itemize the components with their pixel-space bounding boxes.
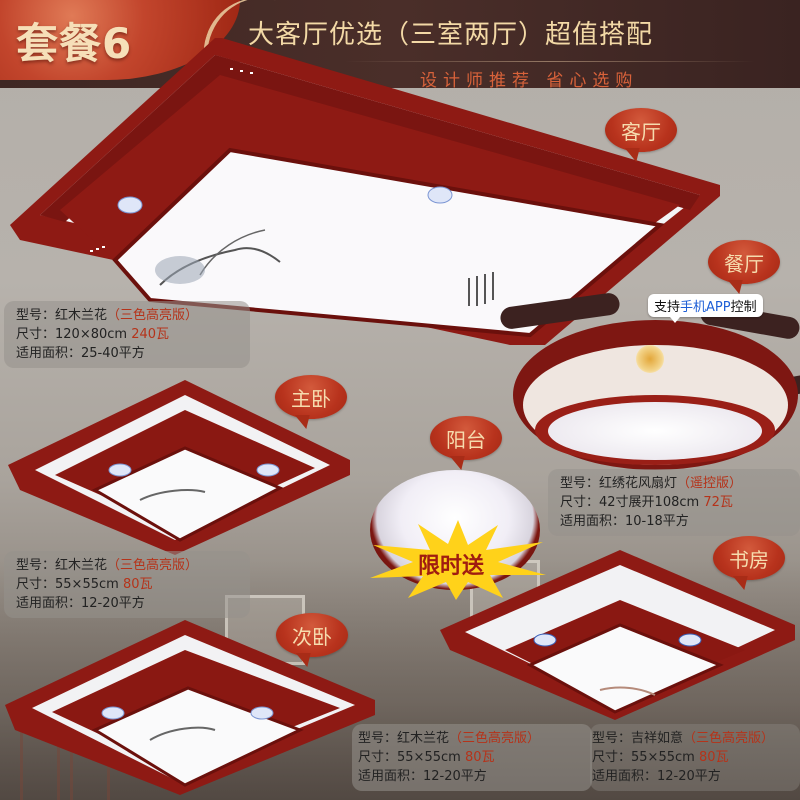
spec-area: 25-40平方 bbox=[81, 346, 145, 361]
spec-model-note: （三色高亮版） bbox=[683, 731, 775, 746]
flower-ornament bbox=[636, 345, 664, 373]
app-tip-highlight: 手机APP bbox=[680, 300, 731, 315]
app-tip-suffix: 控制 bbox=[730, 300, 757, 315]
spec-size-row: 尺寸：55×55cm 80瓦 bbox=[358, 748, 580, 767]
spec-label: 适用面积： bbox=[16, 346, 82, 361]
spec-model: 红绣花风扇灯 bbox=[599, 476, 678, 491]
room-tag-dining: 餐厅 bbox=[708, 240, 780, 284]
spec-label: 型号： bbox=[16, 558, 56, 573]
spec-area-row: 适用面积：25-40平方 bbox=[16, 344, 238, 363]
spec-model: 红木兰花 bbox=[55, 308, 108, 323]
app-tip-prefix: 支持 bbox=[654, 300, 681, 315]
room-tag-balcony: 阳台 bbox=[430, 416, 502, 460]
spec-label: 型号： bbox=[592, 731, 632, 746]
spec-area-row: 适用面积：10-18平方 bbox=[560, 512, 788, 531]
spec-size: 42寸展开108cm bbox=[599, 495, 700, 510]
spec-box-dining: 型号：红绣花风扇灯（遥控版） 尺寸：42寸展开108cm 72瓦 适用面积：10… bbox=[548, 469, 800, 536]
spec-label: 适用面积： bbox=[16, 596, 82, 611]
spec-model-note: （三色高亮版） bbox=[107, 308, 199, 323]
header-bar: 套餐6 大客厅优选（三室两厅）超值搭配 设计师推荐 省心选购 bbox=[0, 0, 800, 107]
spec-label: 尺寸： bbox=[16, 577, 56, 592]
headline: 大客厅优选（三室两厅）超值搭配 bbox=[248, 20, 654, 50]
spec-size: 55×55cm bbox=[397, 750, 461, 765]
spec-area: 12-20平方 bbox=[657, 769, 721, 784]
divider bbox=[345, 61, 755, 62]
room-tag-label: 主卧 bbox=[291, 386, 331, 411]
promo-label: 限时送 bbox=[418, 554, 485, 579]
spec-model-note: （三色高亮版） bbox=[107, 558, 199, 573]
spec-area-row: 适用面积：12-20平方 bbox=[16, 594, 238, 613]
spec-power: 80瓦 bbox=[122, 577, 153, 592]
spec-power: 80瓦 bbox=[464, 750, 495, 765]
spec-label: 适用面积： bbox=[358, 769, 424, 784]
spec-label: 适用面积： bbox=[592, 769, 658, 784]
spec-box-living: 型号：红木兰花（三色高亮版） 尺寸：120×80cm 240瓦 适用面积：25-… bbox=[4, 301, 250, 368]
spec-model-row: 型号：吉祥如意（三色高亮版） bbox=[592, 729, 788, 748]
spec-power: 240瓦 bbox=[131, 327, 170, 342]
spec-model-row: 型号：红木兰花（三色高亮版） bbox=[16, 306, 238, 325]
spec-label: 适用面积： bbox=[560, 514, 626, 529]
spec-model-row: 型号：红木兰花（三色高亮版） bbox=[16, 556, 238, 575]
spec-box-second-bedroom: 型号：红木兰花（三色高亮版） 尺寸：55×55cm 80瓦 适用面积：12-20… bbox=[352, 724, 592, 791]
room-tag-label: 餐厅 bbox=[724, 251, 764, 276]
spec-area: 12-20平方 bbox=[81, 596, 145, 611]
spec-area: 10-18平方 bbox=[625, 514, 689, 529]
spec-model: 吉祥如意 bbox=[631, 731, 684, 746]
room-tag-second-bedroom: 次卧 bbox=[276, 613, 348, 657]
spec-box-master-bedroom: 型号：红木兰花（三色高亮版） 尺寸：55×55cm 80瓦 适用面积：12-20… bbox=[4, 551, 250, 618]
spec-label: 型号： bbox=[560, 476, 600, 491]
spec-model-note: （遥控版） bbox=[677, 476, 743, 491]
subheadline: 设计师推荐 省心选购 bbox=[420, 71, 639, 91]
starburst-icon bbox=[370, 520, 546, 600]
room-tag-label: 书房 bbox=[729, 547, 769, 572]
spec-size: 55×55cm bbox=[631, 750, 695, 765]
spec-model-note: （三色高亮版） bbox=[449, 731, 541, 746]
spec-label: 尺寸： bbox=[16, 327, 56, 342]
spec-model-row: 型号：红绣花风扇灯（遥控版） bbox=[560, 474, 788, 493]
room-tag-label: 阳台 bbox=[446, 427, 486, 452]
room-tag-master-bedroom: 主卧 bbox=[275, 375, 347, 419]
package-title: 套餐6 bbox=[16, 19, 133, 68]
spec-label: 尺寸： bbox=[592, 750, 632, 765]
spec-label: 型号： bbox=[16, 308, 56, 323]
spec-label: 尺寸： bbox=[358, 750, 398, 765]
spec-size-row: 尺寸：120×80cm 240瓦 bbox=[16, 325, 238, 344]
spec-power: 72瓦 bbox=[703, 495, 733, 510]
spec-area: 12-20平方 bbox=[423, 769, 487, 784]
spec-area-row: 适用面积：12-20平方 bbox=[592, 767, 788, 786]
spec-model: 红木兰花 bbox=[55, 558, 108, 573]
spec-size-row: 尺寸：55×55cm 80瓦 bbox=[16, 575, 238, 594]
spec-size-row: 尺寸：55×55cm 80瓦 bbox=[592, 748, 788, 767]
spec-power: 80瓦 bbox=[698, 750, 729, 765]
spec-size-row: 尺寸：42寸展开108cm 72瓦 bbox=[560, 493, 788, 512]
spec-model: 红木兰花 bbox=[397, 731, 450, 746]
room-tag-living: 客厅 bbox=[605, 108, 677, 152]
room-tag-label: 次卧 bbox=[292, 624, 332, 649]
spec-label: 型号： bbox=[358, 731, 398, 746]
fan-lamp-diffuser bbox=[548, 402, 762, 460]
spec-area-row: 适用面积：12-20平方 bbox=[358, 767, 580, 786]
spec-size: 55×55cm bbox=[55, 577, 119, 592]
spec-model-row: 型号：红木兰花（三色高亮版） bbox=[358, 729, 580, 748]
spec-label: 尺寸： bbox=[560, 495, 600, 510]
app-control-tag: 支持手机APP控制 bbox=[648, 294, 763, 323]
spec-box-study: 型号：吉祥如意（三色高亮版） 尺寸：55×55cm 80瓦 适用面积：12-20… bbox=[590, 724, 800, 791]
room-tag-label: 客厅 bbox=[621, 119, 661, 144]
room-tag-study: 书房 bbox=[713, 536, 785, 580]
spec-size: 120×80cm bbox=[55, 327, 128, 342]
